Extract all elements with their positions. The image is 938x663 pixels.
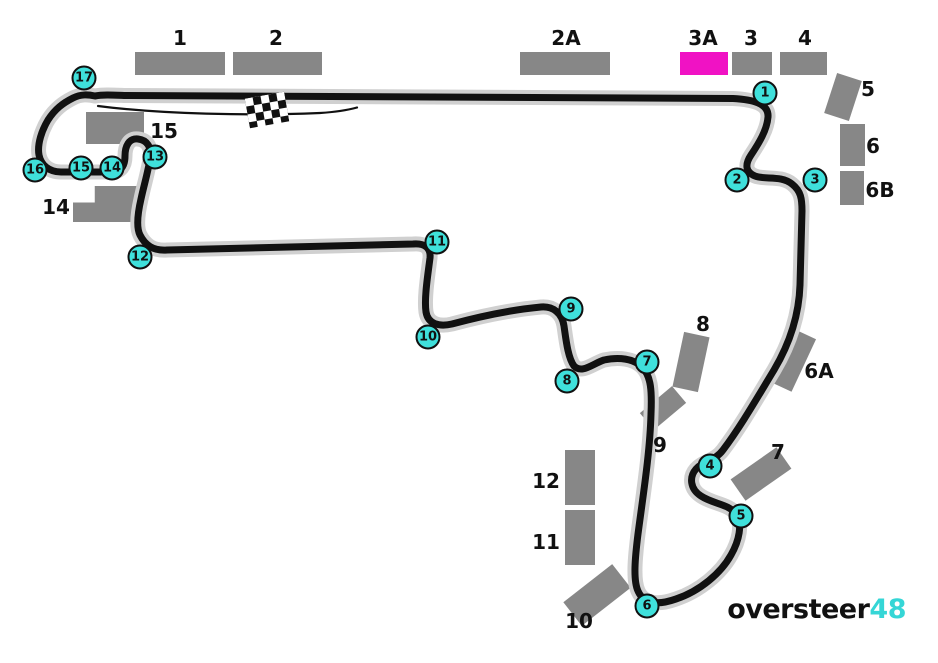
- grandstand-label-6A: 6A: [804, 359, 834, 383]
- turn-marker-16: 16: [22, 157, 48, 183]
- grandstand-block-3: [732, 52, 772, 75]
- grandstand-block-11: [565, 510, 595, 565]
- turn-marker-3: 3: [802, 167, 828, 193]
- grandstand-label-5: 5: [861, 77, 875, 101]
- grandstand-label-2A: 2A: [551, 26, 581, 50]
- turn-marker-1: 1: [752, 80, 778, 106]
- grandstand-label-6: 6: [866, 134, 880, 158]
- grandstand-label-6B: 6B: [865, 178, 895, 202]
- grandstand-block-12: [565, 450, 595, 505]
- grandstand-label-8: 8: [696, 312, 710, 336]
- grandstand-block-6B: [840, 171, 864, 205]
- brand-logo: oversteer48: [727, 594, 906, 625]
- brand-name: oversteer: [727, 594, 870, 625]
- turn-marker-2: 2: [724, 167, 750, 193]
- turn-marker-12: 12: [127, 244, 153, 270]
- grandstand-label-15: 15: [150, 119, 178, 143]
- turn-marker-7: 7: [634, 349, 660, 375]
- grandstand-label-2: 2: [269, 26, 283, 50]
- grandstand-block-2A: [520, 52, 610, 75]
- grandstand-label-1: 1: [173, 26, 187, 50]
- turn-marker-10: 10: [415, 324, 441, 350]
- turn-marker-17: 17: [71, 65, 97, 91]
- turn-marker-15: 15: [68, 155, 94, 181]
- turn-marker-4: 4: [697, 453, 723, 479]
- grandstand-label-3A: 3A: [688, 26, 718, 50]
- grandstand-label-9: 9: [653, 433, 667, 457]
- turn-marker-9: 9: [558, 296, 584, 322]
- turn-marker-14: 14: [99, 155, 125, 181]
- grandstand-label-7: 7: [771, 440, 785, 464]
- grandstand-block-4: [780, 52, 827, 75]
- grandstand-block-1: [135, 52, 225, 75]
- turn-marker-11: 11: [424, 229, 450, 255]
- turn-marker-13: 13: [142, 144, 168, 170]
- turn-marker-5: 5: [728, 503, 754, 529]
- grandstand-block-3A: [680, 52, 728, 75]
- grandstand-label-12: 12: [532, 469, 560, 493]
- turn-marker-8: 8: [554, 368, 580, 394]
- grandstand-block-2: [233, 52, 322, 75]
- brand-number: 48: [869, 594, 906, 625]
- grandstand-label-3: 3: [744, 26, 758, 50]
- turn-marker-6: 6: [634, 593, 660, 619]
- grandstand-label-10: 10: [565, 609, 593, 633]
- grandstand-label-4: 4: [798, 26, 812, 50]
- grandstand-label-11: 11: [532, 530, 560, 554]
- grandstand-block-6: [840, 124, 865, 166]
- grandstand-label-14: 14: [42, 195, 70, 219]
